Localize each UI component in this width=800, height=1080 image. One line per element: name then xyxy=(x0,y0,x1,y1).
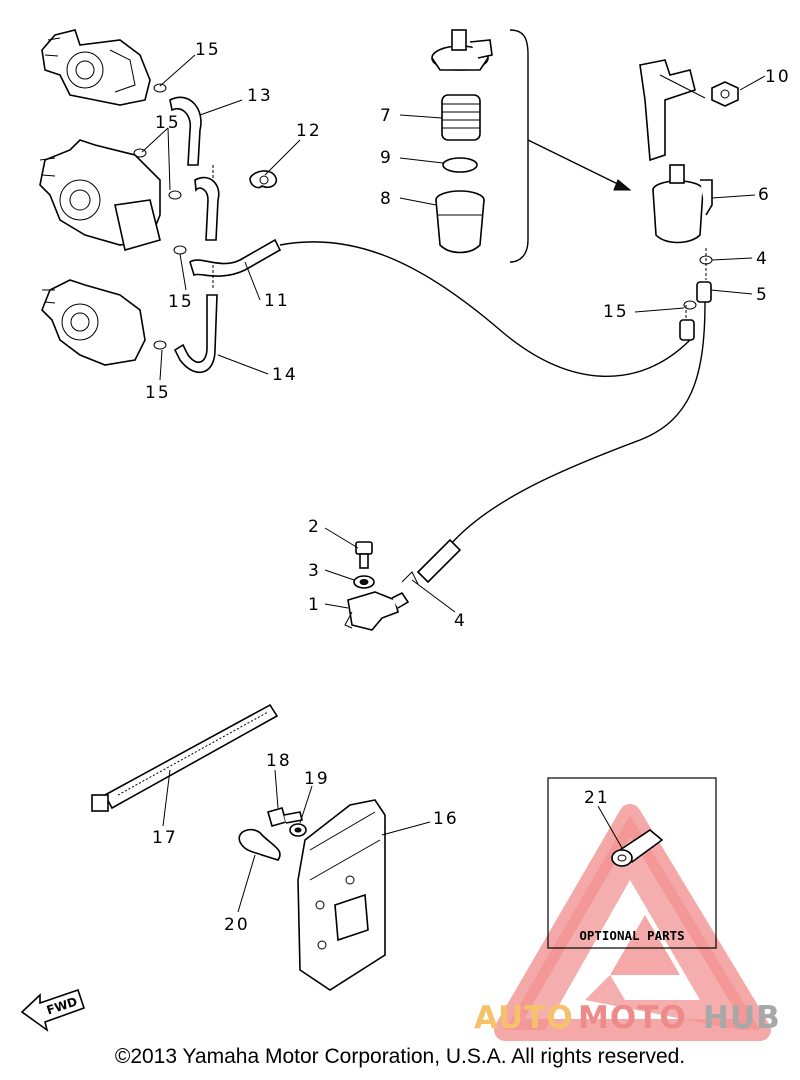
clip-20 xyxy=(238,828,281,861)
label-19: 19 xyxy=(304,769,330,789)
cable-tie-17 xyxy=(91,703,279,812)
guide-lines xyxy=(212,165,707,320)
label-15: 15 xyxy=(145,383,171,403)
filter-cup-8 xyxy=(435,190,485,254)
label-3: 3 xyxy=(308,561,321,581)
carburetor-middle xyxy=(39,139,161,252)
fuel-hose-13 xyxy=(169,96,220,241)
washer-19 xyxy=(289,823,307,837)
o-ring-9 xyxy=(442,157,478,173)
label-7: 7 xyxy=(380,106,393,126)
label-4: 4 xyxy=(756,249,769,269)
watermark-hub: HUB xyxy=(703,1000,781,1036)
fuel-line-upper xyxy=(279,241,691,377)
label-4: 4 xyxy=(454,611,467,631)
assembly-bracket-line xyxy=(509,29,529,263)
fuel-hose-14 xyxy=(173,294,218,374)
joint-15 xyxy=(679,319,695,341)
label-1: 1 xyxy=(308,595,321,615)
leader-lines xyxy=(141,54,766,913)
watermark-auto: AUTO xyxy=(474,1000,574,1036)
label-12: 12 xyxy=(296,121,322,141)
watermark-moto: MOTO xyxy=(578,1000,687,1036)
fuel-filter-6 xyxy=(652,164,713,244)
clip-4-bottom xyxy=(401,571,419,585)
watermark-text: AUTO MOTO HUB xyxy=(474,1000,781,1036)
label-6: 6 xyxy=(758,185,771,205)
clip-12 xyxy=(249,170,278,189)
hose-clamps-15 xyxy=(133,83,697,350)
fuel-line-lower xyxy=(449,301,706,546)
assembly-arrow xyxy=(527,139,631,191)
label-17: 17 xyxy=(152,828,178,848)
label-16: 16 xyxy=(433,809,459,829)
optional-parts-label: OPTIONAL PARTS xyxy=(579,928,684,943)
label-2: 2 xyxy=(308,517,321,537)
bracket-16 xyxy=(297,799,386,991)
bolt-18 xyxy=(267,807,303,827)
bolt-2 xyxy=(355,541,373,569)
carburetor-top xyxy=(41,29,151,106)
carburetor-bottom xyxy=(41,279,146,366)
joint-5 xyxy=(696,281,712,303)
label-15: 15 xyxy=(168,292,194,312)
label-5: 5 xyxy=(756,285,769,305)
label-21: 21 xyxy=(584,788,610,808)
label-15: 15 xyxy=(155,113,181,133)
fuel-joint-1 xyxy=(344,591,410,631)
optional-part-21 xyxy=(611,829,664,867)
label-8: 8 xyxy=(380,189,393,209)
label-20: 20 xyxy=(224,915,250,935)
nut-10 xyxy=(711,81,739,107)
label-14: 14 xyxy=(272,365,298,385)
copyright-notice: ©2013 Yamaha Motor Corporation, U.S.A. A… xyxy=(114,1045,686,1068)
label-11: 11 xyxy=(264,291,290,311)
label-13: 13 xyxy=(247,86,273,106)
optional-parts-box xyxy=(547,777,717,949)
filter-element-7 xyxy=(441,94,481,141)
label-15: 15 xyxy=(603,302,629,322)
filter-bracket xyxy=(639,59,706,162)
label-10: 10 xyxy=(765,67,791,87)
label-18: 18 xyxy=(266,751,292,771)
label-15: 15 xyxy=(195,40,221,60)
washer-3 xyxy=(353,575,375,589)
watermark-logo xyxy=(494,804,771,1041)
part-labels: 15 13 15 12 11 15 14 15 7 9 8 10 6 4 5 1… xyxy=(145,40,791,935)
hose-short xyxy=(416,538,462,584)
label-9: 9 xyxy=(380,148,393,168)
fuel-hose-11 xyxy=(189,238,282,277)
filter-cap xyxy=(431,29,493,71)
fwd-arrow-icon: FWD xyxy=(20,988,86,1032)
